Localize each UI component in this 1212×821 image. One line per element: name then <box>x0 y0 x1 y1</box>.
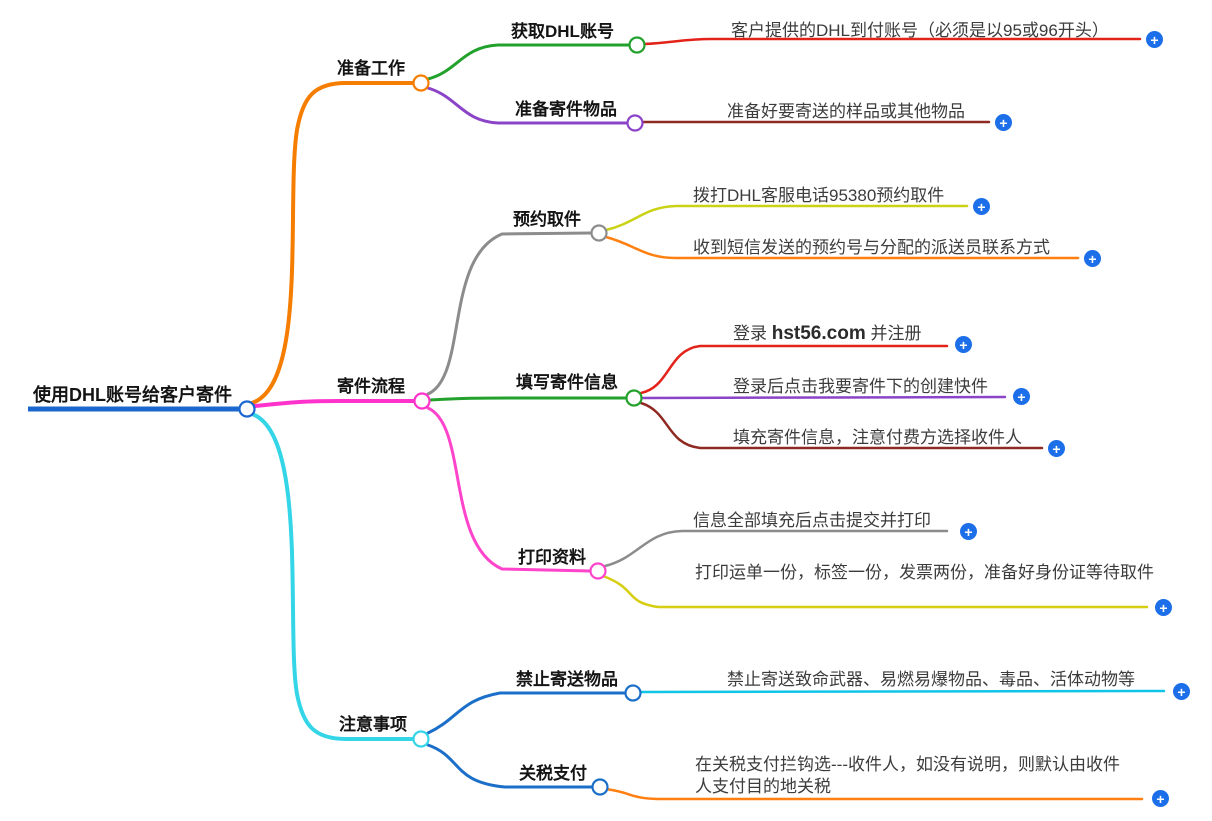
branch-label-notice[interactable]: 注意事项 <box>339 715 407 734</box>
leaf-print-copies[interactable]: 打印运单一份，标签一份，发票两份，准备好身份证等待取件 <box>695 563 1154 582</box>
root-collapse-handle[interactable] <box>238 400 256 418</box>
node-label-print-documents[interactable]: 打印资料 <box>518 548 586 567</box>
add-node-icon[interactable]: + <box>1155 599 1172 616</box>
leaf-line-print-copies <box>601 574 1149 609</box>
leaf-call-hotline[interactable]: 拨打DHL客服电话95380预约取件 <box>693 186 945 205</box>
node-label-prohibited-items[interactable]: 禁止寄送物品 <box>516 670 618 689</box>
add-node-icon[interactable]: + <box>960 523 977 540</box>
leaf-line-sms-courier <box>604 235 1080 260</box>
leaf-line-submit-print <box>603 529 949 568</box>
collapse-handle-preparation[interactable] <box>412 74 430 92</box>
child-line-prepare-items <box>426 86 629 125</box>
add-node-icon[interactable]: + <box>995 114 1012 131</box>
node-label-fill-info[interactable]: 填写寄件信息 <box>516 373 618 392</box>
add-node-icon[interactable]: + <box>1152 790 1169 807</box>
leaf-login-suffix: 并注册 <box>865 324 922 343</box>
collapse-handle-prepare-items[interactable] <box>626 114 644 132</box>
collapse-handle-prohibited-items[interactable] <box>624 684 642 702</box>
child-line-fill-info <box>428 396 628 402</box>
collapse-handle-print-documents[interactable] <box>589 562 607 580</box>
child-line-prohibited-items <box>426 691 627 735</box>
leaf-sample-items[interactable]: 准备好要寄送的样品或其他物品 <box>727 102 965 121</box>
leaf-line-call-hotline <box>604 204 969 232</box>
collapse-handle-book-pickup[interactable] <box>590 224 608 242</box>
leaf-line-forbidden-goods <box>638 689 1166 694</box>
child-line-print-documents <box>426 406 592 573</box>
leaf-line-login-register <box>639 344 949 395</box>
collapse-handle-tariff-payment[interactable] <box>591 778 609 796</box>
branch-label-process[interactable]: 寄件流程 <box>337 377 405 396</box>
leaf-submit-print[interactable]: 信息全部填充后点击提交并打印 <box>693 511 931 530</box>
leaf-forbidden-goods[interactable]: 禁止寄送致命武器、易燃易爆物品、毒品、活体动物等 <box>727 670 1135 689</box>
branch-line-process <box>253 399 416 408</box>
leaf-payer-receiver[interactable]: 填充寄件信息，注意付费方选择收件人 <box>733 428 1022 447</box>
add-node-icon[interactable]: + <box>1048 440 1065 457</box>
leaf-line-tariff-default <box>604 787 1144 801</box>
collapse-handle-get-dhl-account[interactable] <box>628 36 646 54</box>
leaf-line-payer-receiver <box>639 401 1044 450</box>
leaf-login-prefix: 登录 <box>733 324 772 343</box>
node-label-tariff-payment[interactable]: 关税支付 <box>519 764 587 783</box>
collapse-handle-notice[interactable] <box>412 730 430 748</box>
node-label-prepare-items[interactable]: 准备寄件物品 <box>515 100 617 119</box>
leaf-create-shipment[interactable]: 登录后点击我要寄件下的创建快件 <box>733 377 988 396</box>
branch-label-preparation[interactable]: 准备工作 <box>337 59 405 78</box>
add-node-icon[interactable]: + <box>973 198 990 215</box>
branch-line-notice <box>250 412 415 741</box>
branch-line-preparation <box>250 81 415 405</box>
leaf-dhl-account-number[interactable]: 客户提供的DHL到付账号（必须是以95或96开头） <box>731 21 1109 40</box>
child-line-book-pickup <box>426 231 593 396</box>
add-node-icon[interactable]: + <box>1173 683 1190 700</box>
collapse-handle-fill-info[interactable] <box>625 389 643 407</box>
leaf-tariff-default[interactable]: 在关税支付拦钩选---收件人，如没有说明，则默认由收件人支付目的地关税 <box>695 755 1120 796</box>
add-node-icon[interactable]: + <box>1146 31 1163 48</box>
leaf-line-create-shipment <box>640 395 1007 400</box>
node-label-get-dhl-account[interactable]: 获取DHL账号 <box>511 22 614 41</box>
leaf-login-domain: hst56.com <box>771 323 866 344</box>
root-node-label[interactable]: 使用DHL账号给客户寄件 <box>33 385 232 405</box>
add-node-icon[interactable]: + <box>955 336 972 353</box>
add-node-icon[interactable]: + <box>1084 250 1101 267</box>
add-node-icon[interactable]: + <box>1013 388 1030 405</box>
child-line-get-dhl-account <box>426 43 631 81</box>
child-line-tariff-payment <box>426 743 594 789</box>
leaf-line-dhl-account <box>642 37 1142 46</box>
collapse-handle-process[interactable] <box>413 392 431 410</box>
leaf-sms-courier[interactable]: 收到短信发送的预约号与分配的派送员联系方式 <box>693 238 1050 257</box>
node-label-book-pickup[interactable]: 预约取件 <box>513 210 581 229</box>
leaf-login-register[interactable]: 登录 hst56.com 并注册 <box>733 322 921 346</box>
